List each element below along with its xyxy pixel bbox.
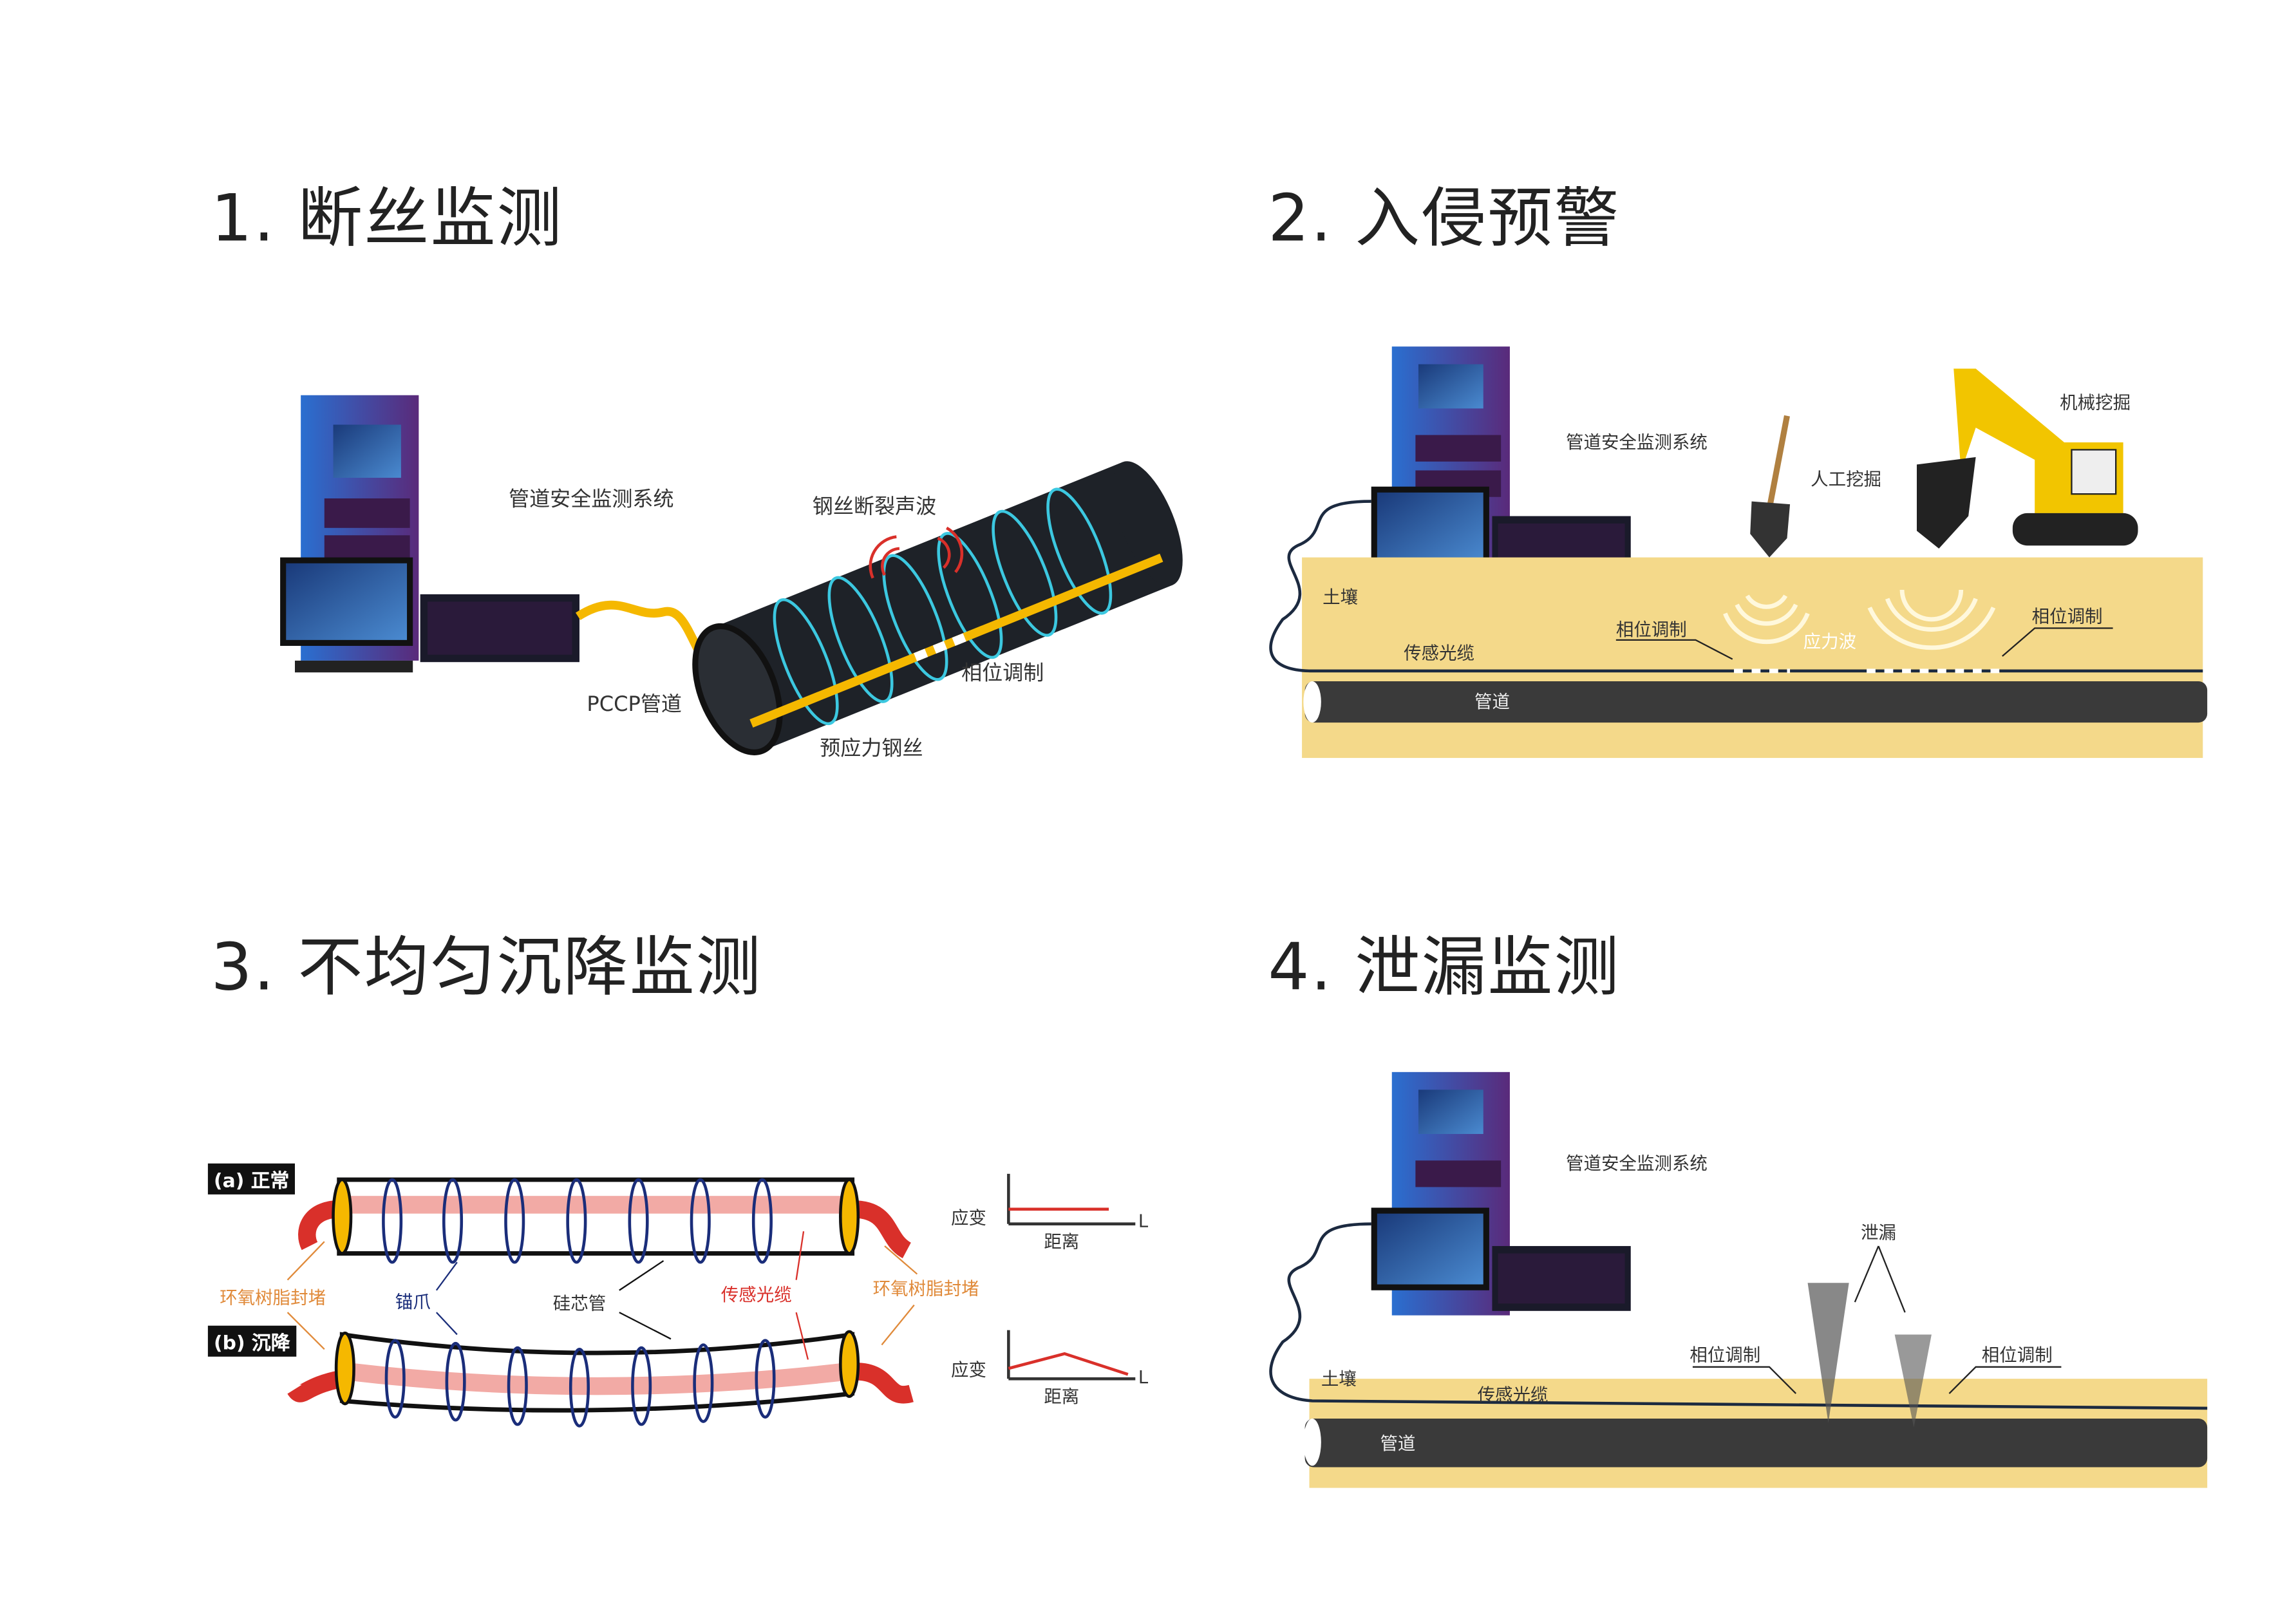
- badge-settlement: (b) 沉降: [207, 1325, 296, 1357]
- pccp-pipe: [692, 461, 1183, 755]
- label-phase-mod-1: 相位调制: [961, 662, 1044, 686]
- section-2-title: 2. 入侵预警: [1268, 181, 1621, 257]
- fiber-cable-4: [1269, 1222, 2208, 1410]
- strain-chart-b: [1007, 1330, 1136, 1381]
- shovel-icon: [1750, 415, 1791, 558]
- label-strain-a: 应变: [951, 1207, 987, 1229]
- fiber-cable: [1269, 500, 2203, 673]
- label-machine-dig: 机械挖掘: [2060, 392, 2131, 413]
- label-distance-a: 距离: [1044, 1231, 1080, 1252]
- label-phase-mod-2-right: 相位调制: [2031, 606, 2103, 627]
- label-pipe-4: 管道: [1380, 1433, 1416, 1454]
- section-4-title: 4. 泄漏监测: [1268, 930, 1621, 1006]
- label-stress-wave: 应力波: [1803, 631, 1857, 652]
- label-pipe-2: 管道: [1474, 692, 1510, 713]
- pipe-4: [1304, 1418, 2208, 1468]
- label-strain-b: 应变: [951, 1359, 987, 1381]
- label-wire-break-wave: 钢丝断裂声波: [812, 495, 937, 520]
- label-axis-l-a: L: [1138, 1211, 1149, 1232]
- settled-silicon-pipe: [287, 1330, 914, 1428]
- label-manual-dig: 人工挖掘: [1811, 469, 1882, 490]
- label-sensing-cable-3: 传感光缆: [720, 1284, 792, 1305]
- pipe: [1304, 681, 2208, 723]
- prestressed-wire-rings: [773, 487, 1113, 726]
- label-leak: 泄漏: [1860, 1222, 1896, 1243]
- strain-chart-a: [1007, 1173, 1136, 1225]
- monitoring-equipment-1: [280, 395, 579, 673]
- acoustic-wave-icon: [869, 526, 964, 579]
- label-sensing-cable-4: 传感光缆: [1477, 1384, 1548, 1406]
- label-system-4: 管道安全监测系统: [1565, 1153, 1708, 1174]
- label-phase-mod-2-left: 相位调制: [1615, 619, 1687, 640]
- phase-mod-arrows-2: [1615, 627, 2113, 660]
- section-1-title: 1. 断丝监测: [211, 181, 563, 257]
- excavator-icon: [1917, 368, 2138, 549]
- label-phase-mod-4-right: 相位调制: [1981, 1345, 2053, 1366]
- label-epoxy-right: 环氧树脂封堵: [872, 1278, 979, 1299]
- label-soil-2: 土壤: [1323, 587, 1359, 608]
- label-axis-l-b: L: [1138, 1366, 1149, 1388]
- soil-layer: [1302, 557, 2203, 759]
- stress-wave-icon: [1723, 589, 1996, 650]
- label-phase-mod-4-left: 相位调制: [1690, 1345, 1761, 1366]
- section-3-title: 3. 不均匀沉降监测: [211, 930, 762, 1006]
- strain-line-b: [1008, 1352, 1129, 1376]
- label-silicon-pipe: 硅芯管: [552, 1293, 607, 1314]
- badge-normal: (a) 正常: [207, 1163, 296, 1194]
- label-epoxy-left: 环氧树脂封堵: [220, 1287, 326, 1308]
- label-pccp-pipe: PCCP管道: [587, 693, 682, 717]
- monitoring-equipment-3: [1371, 1072, 1631, 1316]
- label-prestressed-wire: 预应力钢丝: [820, 737, 923, 761]
- label-sensing-cable-2: 传感光缆: [1404, 643, 1475, 664]
- label-anchor: 锚爪: [395, 1292, 431, 1313]
- leak-spray-icon: [1807, 1283, 1932, 1428]
- label-arrows-3: [287, 1231, 918, 1360]
- label-distance-b: 距离: [1044, 1386, 1080, 1407]
- label-system-1: 管道安全监测系统: [509, 487, 674, 512]
- label-soil-4: 土壤: [1321, 1368, 1357, 1390]
- label-system-2: 管道安全监测系统: [1565, 431, 1708, 453]
- normal-silicon-pipe: [298, 1177, 912, 1264]
- arrows-4: [1692, 1245, 2062, 1394]
